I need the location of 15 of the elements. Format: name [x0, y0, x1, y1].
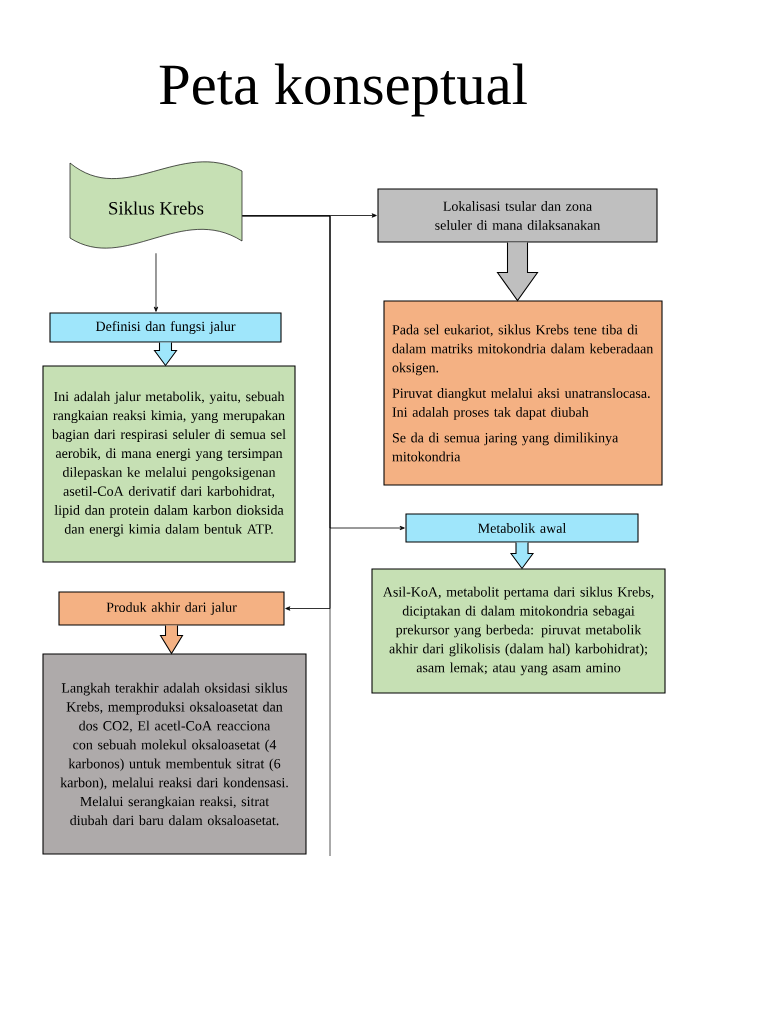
arrow [241, 215, 331, 611]
callout-box: Definisi dan fungsi jalur [49, 312, 282, 343]
block-arrow [509, 542, 535, 570]
text-box: Ini adalah jalur metabolik, yaitu, sebuah rangkaian reaksi kimia, yang merupakan bagian dari respirasi seluler di semua sel aerobik, di mana energi yang tersimpan dilepaskan ke melalui pengoksigenan asetil-CoA derivatif dari karbohidrat, lipid dan protein dalam karbon dioksida dan energi kimia dalam bentuk ATP. [42, 365, 296, 563]
title: Peta konseptual [159, 63, 527, 117]
block-arrow [496, 242, 539, 302]
text-box: Langkah terakhir adalah oksidasi siklus Krebs, memproduksi oksaloasetat dan dos CO2, El acetl-CoA reacciona con sebuah molekul oksaloasetat (4 karbonos) untuk membentuk sitrat (6 karbon), melalui reaksi dari kondensasi. Melalui serangkaian reaksi, sitrat diubah dari baru dalam oksaloasetat. [42, 653, 307, 855]
callout-box: Lokalisasi tsular dan zona seluler di mana dilaksanakan [377, 188, 658, 243]
text-box: Pada sel eukariot, siklus Krebs tene tiba di dalam matriks mitokondria dalam keberadaan oksigen. Piruvat diangkut melalui aksi unatranslocasa. Ini adalah proses tak dapat diubah Se da di semua jaring yang dimilikinya mitokondria [383, 300, 663, 486]
text-box: Asil-KoA, metabolit pertama dari siklus Krebs, diciptakan di dalam mitokondria sebagai prekursor yang berbeda: piruvat metabolik akhir dari glikolisis (dalam hal) karbohidrat); asam lemak; atau yang asam amino [371, 568, 666, 694]
arrow [153, 252, 159, 312]
block-arrow [153, 342, 178, 367]
callout-box: Produk akhir dari jalur [58, 591, 285, 626]
block-arrow [159, 625, 184, 655]
callout-box: Metabolik awal [405, 513, 639, 543]
